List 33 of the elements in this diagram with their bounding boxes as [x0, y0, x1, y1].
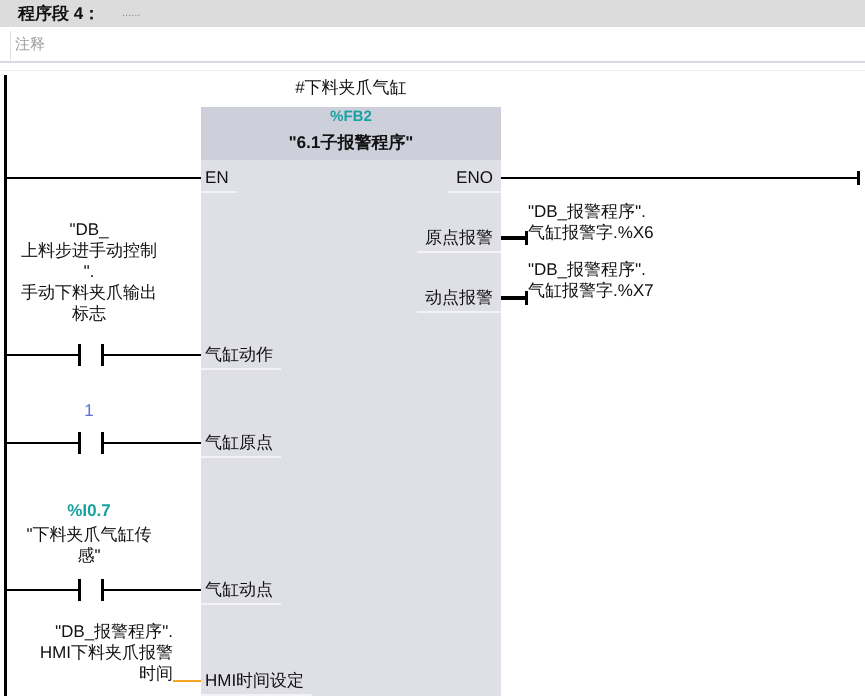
block-name: "6.1子报警程序": [288, 132, 414, 154]
block-address: %FB2: [330, 108, 372, 126]
wire: [166, 354, 201, 356]
input-pin-label: HMI时间设定: [201, 671, 312, 696]
constant-value: 1: [84, 400, 94, 421]
output-pin-label: 原点报警: [417, 228, 501, 253]
output-pin-label: 动点报警: [417, 288, 501, 313]
input-pin-label: 气缸动点: [201, 580, 281, 605]
instance-name: #下料夹爪气缸: [295, 78, 407, 98]
operand-label: "DB_报警程序".气缸报警字.%X6: [528, 201, 662, 243]
input-pin-label: 气缸动作: [201, 345, 281, 370]
wire: [501, 291, 528, 305]
network-title-field: ......: [122, 7, 140, 20]
operand-label: "DB_报警程序".气缸报警字.%X7: [528, 259, 662, 301]
power-rail: [4, 75, 7, 696]
wire: [7, 177, 201, 179]
wire: [166, 589, 201, 591]
input-pin-label: 气缸原点: [201, 433, 281, 458]
output-pin-label: ENO: [448, 168, 501, 193]
wire: [501, 231, 528, 245]
wire: [166, 442, 201, 444]
wire: [173, 680, 201, 682]
operand-address: %I0.7: [67, 500, 111, 521]
operand-label: "下料夹爪气缸传感": [25, 524, 153, 566]
network-title: 程序段 4：: [18, 3, 100, 24]
wire: [7, 442, 12, 444]
wire: [7, 589, 12, 591]
wire: [7, 354, 12, 356]
wire: [501, 171, 860, 185]
function-block: [201, 107, 501, 696]
operand-label: "DB_上料步进手动控制".手动下料夹爪输出标志: [20, 219, 158, 324]
input-pin-label: EN: [201, 168, 237, 193]
operand-label: "DB_报警程序".HMI下料夹爪报警时间: [31, 621, 173, 684]
